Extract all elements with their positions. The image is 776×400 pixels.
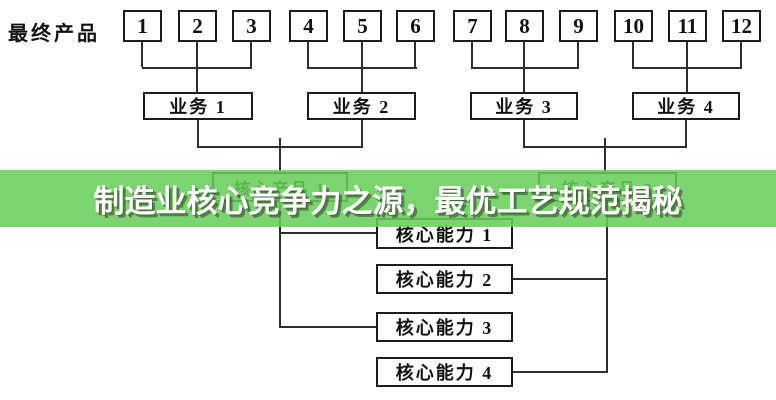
connector-line: [740, 42, 742, 67]
connector-line: [361, 67, 363, 92]
connector-line: [197, 120, 199, 146]
connector-line: [686, 67, 688, 92]
connector-line: [279, 138, 281, 172]
final-product-label: 最终产品: [8, 23, 100, 45]
connector-line: [471, 67, 579, 69]
connector-line: [361, 42, 363, 67]
business-box-4: 业务 4: [632, 92, 740, 120]
connector-line: [141, 42, 143, 67]
connector-line: [280, 232, 376, 234]
product-box-3: 3: [232, 10, 271, 42]
connector-line: [196, 67, 198, 92]
connector-line: [523, 120, 525, 146]
connector-line: [196, 42, 198, 67]
connector-line: [523, 67, 525, 92]
business-box-2: 业务 2: [307, 92, 416, 120]
connector-line: [250, 42, 252, 67]
business-box-1: 业务 1: [143, 92, 253, 120]
connector-line: [307, 42, 309, 67]
product-box-7: 7: [453, 10, 492, 42]
product-box-5: 5: [343, 10, 382, 42]
core-capability-box-3: 核心能力 3: [376, 312, 513, 342]
connector-line: [513, 278, 606, 280]
product-box-9: 9: [559, 10, 598, 42]
connector-line: [604, 138, 606, 172]
connector-line: [361, 120, 363, 146]
business-box-3: 业务 3: [470, 92, 578, 120]
headline-text: 制造业核心竞争力之源，最优工艺规范揭秘: [93, 184, 683, 219]
connector-line: [685, 120, 687, 146]
connector-line: [686, 42, 688, 67]
core-capability-box-2: 核心能力 2: [376, 264, 513, 294]
connector-line: [279, 202, 281, 328]
product-box-6: 6: [396, 10, 435, 42]
connector-line: [280, 326, 376, 328]
connector-line: [523, 42, 525, 67]
product-box-4: 4: [289, 10, 328, 42]
product-box-2: 2: [178, 10, 217, 42]
product-box-11: 11: [668, 10, 707, 42]
product-box-12: 12: [722, 10, 761, 42]
headline-banner: 制造业核心竞争力之源，最优工艺规范揭秘: [0, 170, 776, 227]
connector-line: [513, 371, 606, 373]
core-capability-box-4: 核心能力 4: [376, 357, 513, 387]
connector-line: [471, 42, 473, 67]
product-box-8: 8: [505, 10, 544, 42]
connector-line: [632, 42, 634, 67]
connector-line: [414, 42, 416, 67]
connector-line: [606, 202, 608, 373]
product-box-1: 1: [123, 10, 162, 42]
product-box-10: 10: [614, 10, 653, 42]
connector-line: [577, 42, 579, 67]
